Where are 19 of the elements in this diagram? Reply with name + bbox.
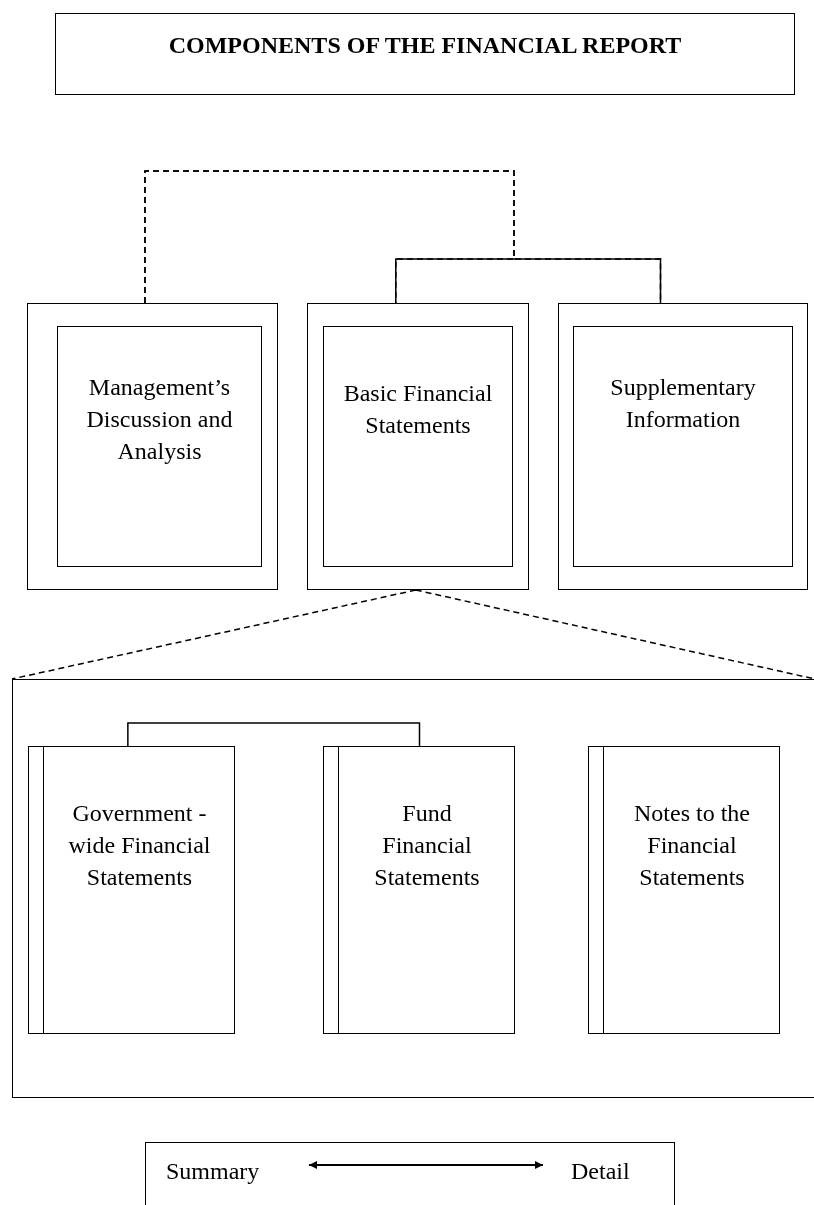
node-label: Government -wide Financial Statements <box>67 799 212 892</box>
node-label: Notes to the Financial Statements <box>633 799 751 892</box>
node-label: Basic Financial Statements <box>342 379 494 440</box>
node-label: Management’s Discussion and Analysis <box>85 373 234 466</box>
connector-line <box>395 258 662 304</box>
scale-label: Detail <box>571 1157 630 1186</box>
title: COMPONENTS OF THE FINANCIAL REPORT <box>167 32 683 59</box>
report-section-box <box>307 303 529 590</box>
connector-line <box>127 722 421 748</box>
report-section-box <box>27 303 278 590</box>
document-box <box>323 746 515 1034</box>
report-section-box <box>558 303 808 590</box>
detail-panel <box>12 679 814 1098</box>
dashed-connector <box>11 589 814 680</box>
document-box <box>588 746 780 1034</box>
node-label: Fund Financial Statements <box>373 799 481 892</box>
node-label: Supplementary Information <box>609 373 757 434</box>
document-box <box>28 746 235 1034</box>
scale-label: Summary <box>166 1157 260 1186</box>
